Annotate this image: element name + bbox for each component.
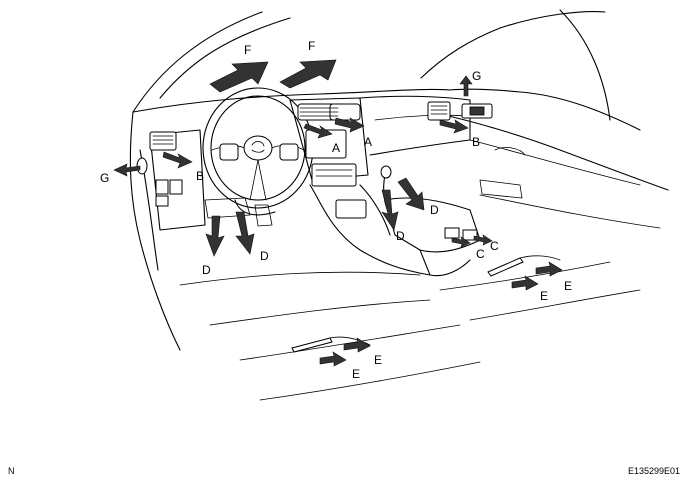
- label-b-right: B: [472, 135, 480, 149]
- arrow-g-left: [113, 163, 141, 177]
- footer-right-code: E135299E01: [628, 466, 680, 476]
- label-d-left-2: D: [260, 249, 269, 263]
- floor-line-1: [179, 271, 421, 286]
- climate-buttons: [315, 169, 353, 177]
- right-door-handle: [494, 147, 526, 156]
- pedal: [254, 204, 273, 227]
- right-window-vent-slot: [469, 106, 485, 116]
- right-side-vent-fins: [430, 105, 448, 115]
- label-d-right-2: D: [430, 203, 439, 217]
- dashboard-top: [132, 88, 451, 113]
- airflow-arrows: [113, 59, 563, 367]
- windshield-left-edge-inner: [159, 17, 291, 99]
- arrow-f-right: [279, 59, 337, 89]
- label-f-left: F: [244, 43, 251, 57]
- lower-dash-cover: [204, 197, 251, 219]
- armrest: [384, 197, 481, 253]
- floor-line-right-1: [439, 261, 611, 291]
- rear-duct-curve-left: [329, 336, 371, 346]
- floor-line-2: [209, 299, 431, 326]
- label-g-left: G: [100, 171, 109, 185]
- steering-switch-right: [279, 143, 299, 161]
- console-right-edge: [359, 184, 391, 236]
- left-side-edge: [129, 111, 181, 351]
- arrow-a-left: [303, 123, 333, 139]
- roof-right-edge: [559, 9, 611, 121]
- passenger-dash-line: [374, 114, 469, 121]
- gear-knob: [380, 165, 392, 179]
- arrow-e-left-2: [343, 337, 371, 353]
- dashboard-top-right: [449, 88, 521, 93]
- rear-foot-duct-left: [291, 337, 333, 353]
- windshield-left-edge: [132, 11, 263, 113]
- label-e-left-1: E: [352, 367, 360, 381]
- label-d-right-1: D: [396, 229, 405, 243]
- console-tray: [335, 199, 367, 219]
- arrow-f-left: [209, 61, 269, 93]
- arrow-d-right-2: [397, 177, 425, 211]
- arrow-e-right-2: [535, 261, 563, 277]
- lexus-logo-icon: [251, 140, 265, 153]
- center-stack: [289, 97, 369, 181]
- label-g-right: G: [472, 69, 481, 83]
- label-f-right: F: [308, 39, 315, 53]
- label-e-left-2: E: [374, 353, 382, 367]
- passenger-dash: [359, 95, 471, 156]
- footer-left-code: N: [8, 466, 15, 476]
- console-left-edge: [309, 184, 431, 276]
- label-c-right: C: [490, 239, 499, 253]
- label-a-center: A: [332, 141, 340, 155]
- arrow-a-right: [334, 117, 365, 133]
- floor-line-4: [259, 361, 481, 401]
- arrow-d-right-1: [381, 189, 399, 231]
- arrow-d-left-1: [205, 215, 225, 257]
- steering-switch-left: [219, 143, 239, 161]
- arrow-e-right-1: [511, 275, 539, 291]
- right-side-vent: [427, 101, 451, 121]
- climate-controls: [311, 163, 357, 187]
- floor-line-3: [239, 324, 461, 361]
- label-a-right: A: [364, 135, 372, 149]
- floor-line-right-2: [469, 289, 641, 321]
- left-side-vent-fins: [152, 135, 174, 145]
- rear-foot-duct-right: [487, 257, 524, 277]
- outlet-labels: F F A A B B G G C C D D D D E E E E: [100, 39, 572, 381]
- arrow-d-left-2: [235, 211, 255, 255]
- label-b-left: B: [196, 169, 204, 183]
- label-e-right-1: E: [540, 289, 548, 303]
- left-switch-2: [169, 179, 183, 195]
- arrow-b-right: [439, 119, 469, 134]
- center-vent-fins: [299, 107, 339, 117]
- steering-hub: [243, 135, 273, 161]
- left-side-vent: [149, 131, 177, 151]
- rear-duct-curve-right: [519, 255, 561, 261]
- vehicle-interior-drawing: [129, 9, 669, 401]
- right-door-panel: [429, 111, 669, 191]
- arrow-e-left-1: [319, 351, 347, 367]
- left-switch-3: [155, 195, 169, 207]
- steering-wheel-rim-inner: [210, 95, 306, 201]
- arrow-c-left: [451, 236, 471, 248]
- right-door-outline: [519, 91, 641, 131]
- label-d-left-1: D: [202, 263, 211, 277]
- right-door-line-1: [469, 139, 641, 186]
- right-door-pocket: [479, 179, 523, 199]
- a-pillar-right: [420, 11, 606, 79]
- arrow-c-right: [473, 234, 493, 246]
- left-switch-1: [155, 179, 169, 195]
- label-e-right-2: E: [564, 279, 572, 293]
- rear-console-base: [419, 249, 471, 277]
- arrow-g-right: [459, 75, 473, 97]
- rear-vent-left: [444, 227, 460, 239]
- right-door-line-2: [479, 194, 661, 229]
- arrow-b-left: [162, 151, 193, 169]
- label-c-left: C: [476, 247, 485, 261]
- rear-vent-right: [462, 229, 478, 241]
